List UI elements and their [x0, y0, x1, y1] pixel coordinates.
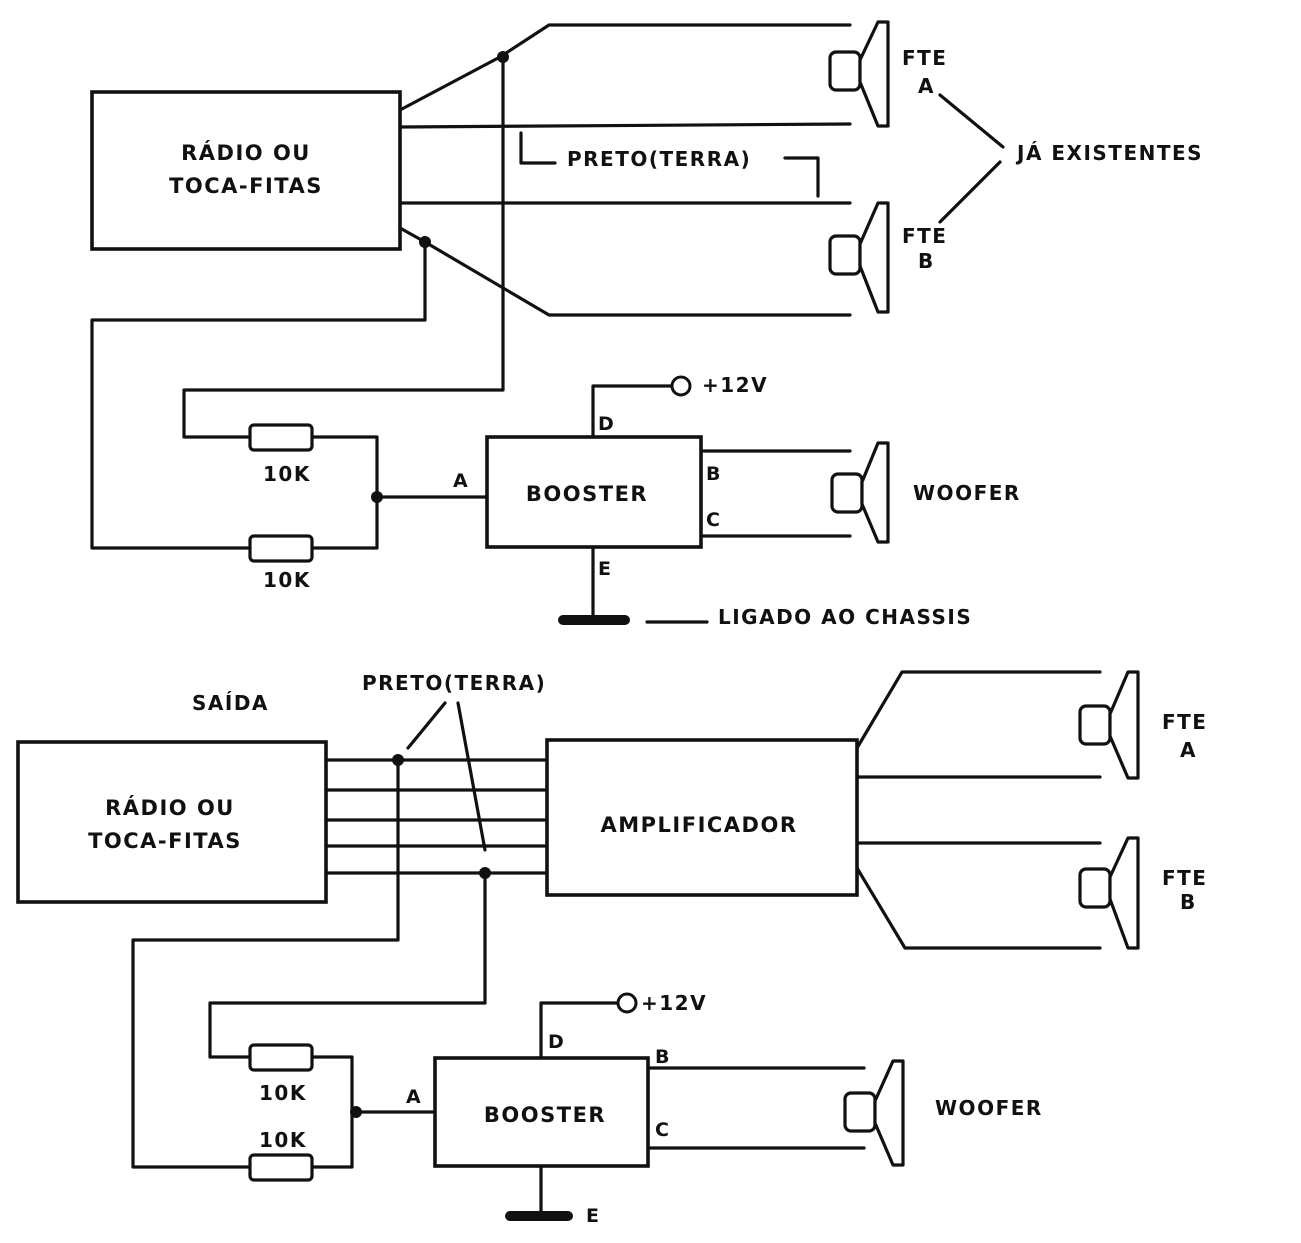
top-diagram: RÁDIO OU TOCA-FITAS FTE A FTE B JÁ EXIST…	[90, 20, 1203, 629]
bottom-resistor-2-label: 10K	[259, 1128, 307, 1152]
bottom-amplifier-label: AMPLIFICADOR	[600, 813, 797, 837]
bottom-source-label-line2: TOCA-FITAS	[88, 829, 242, 853]
bottom-ground-wire-label: PRETO(TERRA)	[362, 671, 546, 695]
top-supply-terminal	[670, 375, 692, 397]
top-ground-callout-left	[519, 131, 557, 165]
top-pin-a-label: A	[453, 470, 469, 492]
top-existing-callout-b	[938, 160, 1002, 224]
bottom-ground-callout-2	[456, 701, 487, 852]
top-speaker-a-icon	[828, 20, 890, 128]
bottom-resistor-1-label: 10K	[259, 1081, 307, 1105]
top-booster-label: BOOSTER	[526, 482, 648, 506]
top-pin-e-label: E	[598, 558, 612, 580]
bottom-woofer-label: WOOFER	[935, 1096, 1043, 1120]
bottom-diagram: SAÍDA PRETO(TERRA) RÁDIO OU TOCA-FITAS A…	[16, 670, 1207, 1227]
bottom-pin-b-label: B	[655, 1046, 671, 1068]
bottom-pin-e-label: E	[586, 1205, 600, 1227]
bottom-speaker-b-label-line1: FTE	[1162, 866, 1207, 890]
bottom-spk-a-positive	[855, 670, 1102, 750]
bottom-supply-terminal	[616, 992, 638, 1014]
top-speaker-b-label-line1: FTE	[902, 224, 947, 248]
top-woofer-label: WOOFER	[913, 481, 1021, 505]
bottom-pin-c-label: C	[655, 1119, 670, 1141]
top-source-label-line2: TOCA-FITAS	[169, 174, 323, 198]
bottom-ground-callout-1	[406, 701, 447, 750]
bottom-source-label-line1: RÁDIO OU	[105, 795, 235, 820]
top-wire-a-ground	[398, 122, 852, 129]
top-pin-d-label: D	[598, 413, 615, 435]
top-speaker-b-icon	[828, 201, 890, 314]
bottom-tap-wire-b	[131, 758, 400, 1169]
top-pin-c-label: C	[706, 509, 721, 531]
top-supply-label: +12V	[702, 373, 768, 397]
top-resistor-1-label: 10K	[263, 462, 311, 486]
bottom-pin-d-label: D	[548, 1031, 565, 1053]
top-resistor-2-label: 10K	[263, 568, 311, 592]
bottom-speaker-b-label-line2: B	[1180, 890, 1197, 914]
top-ground-wire-label: PRETO(TERRA)	[567, 147, 751, 171]
bottom-tap-wire-a	[208, 871, 487, 1059]
top-wire-b-positive	[398, 226, 852, 317]
top-chassis-label: LIGADO AO CHASSIS	[718, 605, 972, 629]
bottom-output-label: SAÍDA	[192, 691, 269, 715]
top-existing-label: JÁ EXISTENTES	[1015, 141, 1203, 165]
bottom-supply-wire	[539, 1001, 621, 1060]
bottom-woofer-icon	[843, 1059, 905, 1167]
bottom-spk-b-positive	[855, 866, 1102, 950]
bottom-amplifier-box	[545, 738, 859, 897]
top-tap-wire-b	[90, 240, 427, 550]
top-wire-a-positive	[398, 23, 852, 112]
bottom-resistor-2	[248, 1153, 314, 1182]
bottom-resistor-join	[310, 1055, 354, 1169]
top-source-label-line1: RÁDIO OU	[181, 140, 311, 165]
bottom-speaker-a-label-line1: FTE	[1162, 710, 1207, 734]
top-speaker-b-label-line2: B	[918, 249, 935, 273]
top-resistor-2	[248, 534, 314, 563]
bottom-speaker-a-label-line2: A	[1180, 738, 1197, 762]
bottom-speaker-a-icon	[1078, 670, 1140, 780]
bottom-speaker-b-icon	[1078, 836, 1140, 950]
bottom-source-box	[16, 740, 328, 904]
bottom-supply-label: +12V	[641, 991, 707, 1015]
top-pin-b-label: B	[706, 463, 722, 485]
top-woofer-icon	[830, 441, 890, 544]
top-resistor-1	[248, 423, 314, 452]
top-source-box	[90, 90, 402, 251]
top-ground-callout-right	[783, 156, 820, 198]
top-speaker-a-label-line2: A	[918, 74, 935, 98]
bottom-booster-box	[433, 1056, 650, 1168]
bottom-resistor-1	[248, 1043, 314, 1072]
bottom-pin-a-label: A	[406, 1086, 422, 1108]
bottom-booster-label: BOOSTER	[484, 1103, 606, 1127]
top-tap-wire-a	[182, 55, 505, 439]
top-supply-wire	[591, 384, 675, 439]
top-resistor-join	[310, 435, 379, 550]
top-speaker-a-label-line1: FTE	[902, 46, 947, 70]
top-existing-callout-a	[938, 93, 1005, 149]
